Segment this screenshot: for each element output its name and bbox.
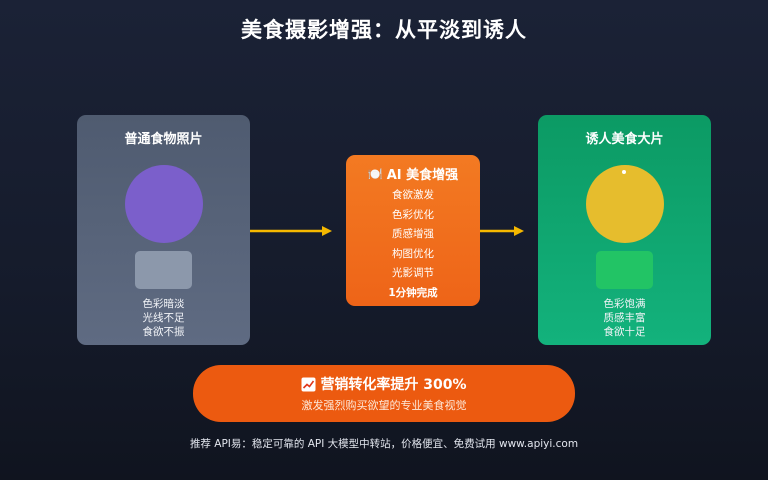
page-title: 美食摄影增强：从平淡到诱人 bbox=[241, 18, 527, 42]
ai-process-title: 🍽️ AI 美食增强 bbox=[367, 164, 459, 184]
ai-process-item: 色彩优化 bbox=[392, 208, 434, 221]
ai-process-item: 光影调节 bbox=[392, 267, 434, 279]
enhanced-food-circle bbox=[585, 165, 664, 243]
ai-process-box: 🍽️ AI 美食增强 食欲激发 色彩优化 质感增强 构图优化 光影调节 1分钟完… bbox=[346, 155, 480, 306]
arrow-right-icon bbox=[250, 226, 332, 236]
dull-plate bbox=[135, 251, 192, 289]
after-card-title: 诱人美食大片 bbox=[585, 132, 664, 147]
before-desc-line: 光线不足 bbox=[142, 312, 185, 324]
ai-process-title-text: AI 美食增强 bbox=[386, 168, 459, 183]
after-desc-line: 色彩饱满 bbox=[603, 298, 646, 310]
banner-title-text: 营销转化率提升 300% bbox=[320, 377, 467, 393]
banner-title: 营销转化率提升 300% bbox=[301, 374, 467, 394]
ai-process-list: 食欲激发 色彩优化 质感增强 构图优化 光影调节 1分钟完成 bbox=[388, 186, 437, 303]
plate-icon: 🍽️ bbox=[367, 166, 383, 181]
chart-up-icon bbox=[301, 377, 316, 391]
ai-process-item-highlight: 1分钟完成 bbox=[388, 286, 438, 299]
after-desc: 色彩饱满 质感丰富 食欲十足 bbox=[604, 297, 646, 339]
before-desc-line: 食欲不振 bbox=[142, 326, 185, 338]
before-desc: 色彩暗淡 光线不足 食欲不振 bbox=[143, 297, 185, 339]
after-desc-line: 食欲十足 bbox=[603, 326, 646, 338]
banner-subtitle: 激发强烈购买欲望的专业美食视觉 bbox=[301, 399, 467, 412]
conversion-banner: 营销转化率提升 300% 激发强烈购买欲望的专业美食视觉 bbox=[193, 365, 575, 422]
after-card: 诱人美食大片 色彩饱满 质感丰富 食欲十足 bbox=[538, 115, 711, 345]
footer-note: 推荐 API易：稳定可靠的 API 大模型中转站，价格便宜、免费试用 www.a… bbox=[189, 438, 579, 450]
after-desc-line: 质感丰富 bbox=[603, 312, 646, 324]
sparkle-icon bbox=[621, 170, 626, 174]
arrow-right-icon bbox=[480, 226, 524, 236]
before-card-title: 普通食物照片 bbox=[124, 132, 203, 147]
ai-process-item: 质感增强 bbox=[392, 228, 434, 240]
dull-food-circle bbox=[124, 165, 203, 243]
ai-process-item: 构图优化 bbox=[392, 247, 434, 260]
before-desc-line: 色彩暗淡 bbox=[142, 298, 185, 310]
ai-process-item: 食欲激发 bbox=[392, 189, 434, 201]
enhanced-plate bbox=[596, 251, 653, 289]
before-card: 普通食物照片 色彩暗淡 光线不足 食欲不振 bbox=[77, 115, 250, 345]
